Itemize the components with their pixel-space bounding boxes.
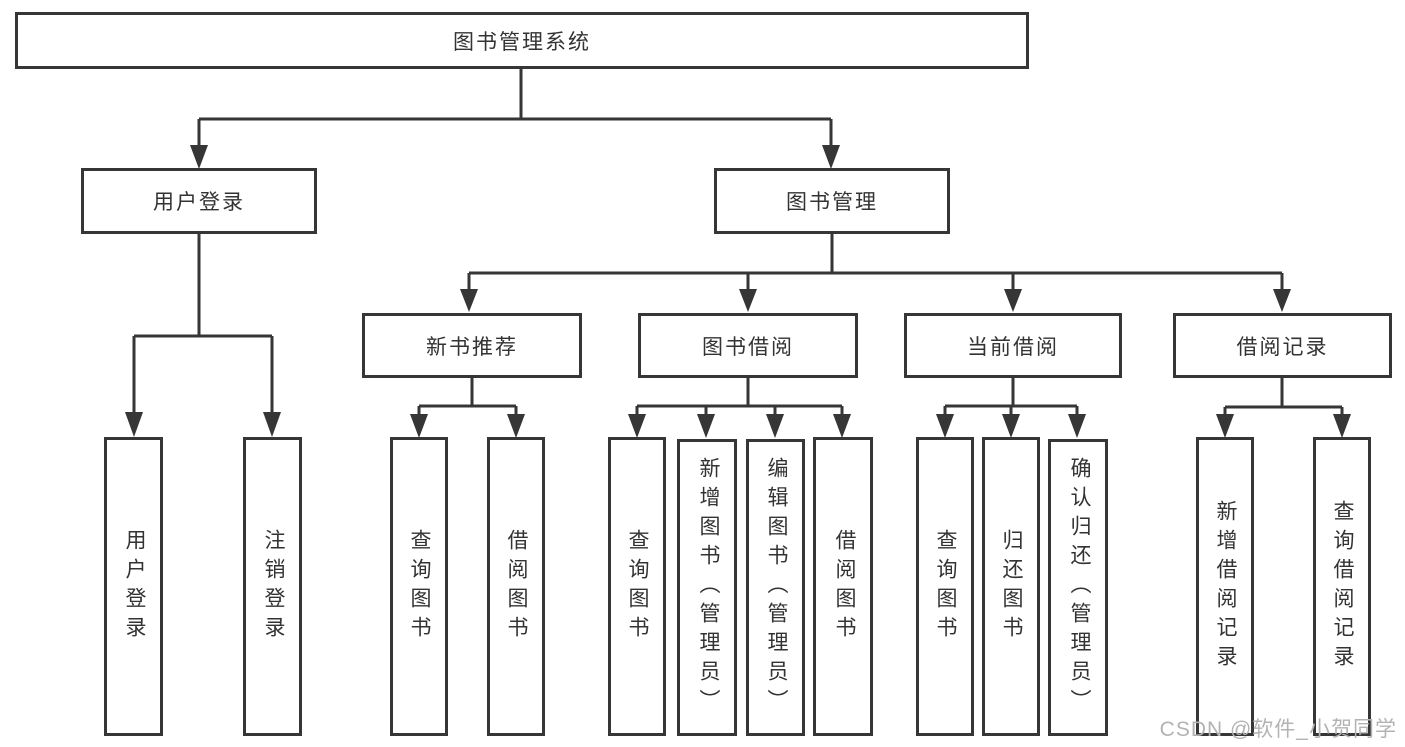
node-current-borrow: 当前借阅: [904, 313, 1122, 378]
node-book-mgmt: 图书管理: [714, 168, 950, 234]
leaf-bb-query-book: 查询图书: [608, 437, 666, 736]
leaf-cb-query-book: 查询图书: [916, 437, 974, 736]
leaf-br-add-record: 新增借阅记录: [1196, 437, 1254, 736]
leaf-bb-borrow-book: 借阅图书: [813, 437, 873, 736]
node-user-login: 用户登录: [81, 168, 317, 234]
leaf-cb-return-book: 归还图书: [982, 437, 1040, 736]
leaf-bb-edit-book: 编辑图书（管理员）: [746, 439, 805, 736]
leaf-cb-confirm-return: 确认归还（管理员）: [1048, 439, 1108, 736]
leaf-logout: 注销登录: [243, 437, 302, 736]
leaf-rec-borrow-book: 借阅图书: [487, 437, 545, 736]
leaf-bb-add-book: 新增图书（管理员）: [677, 439, 737, 736]
node-borrow-record: 借阅记录: [1173, 313, 1392, 378]
leaf-rec-query-book: 查询图书: [390, 437, 448, 736]
node-new-book-rec: 新书推荐: [362, 313, 582, 378]
node-book-borrow: 图书借阅: [638, 313, 858, 378]
node-library-system: 图书管理系统: [15, 12, 1029, 69]
leaf-br-query-record: 查询借阅记录: [1313, 437, 1371, 736]
watermark: CSDN @软件_小贺同学: [1159, 718, 1397, 741]
leaf-user-login: 用户登录: [104, 437, 163, 736]
